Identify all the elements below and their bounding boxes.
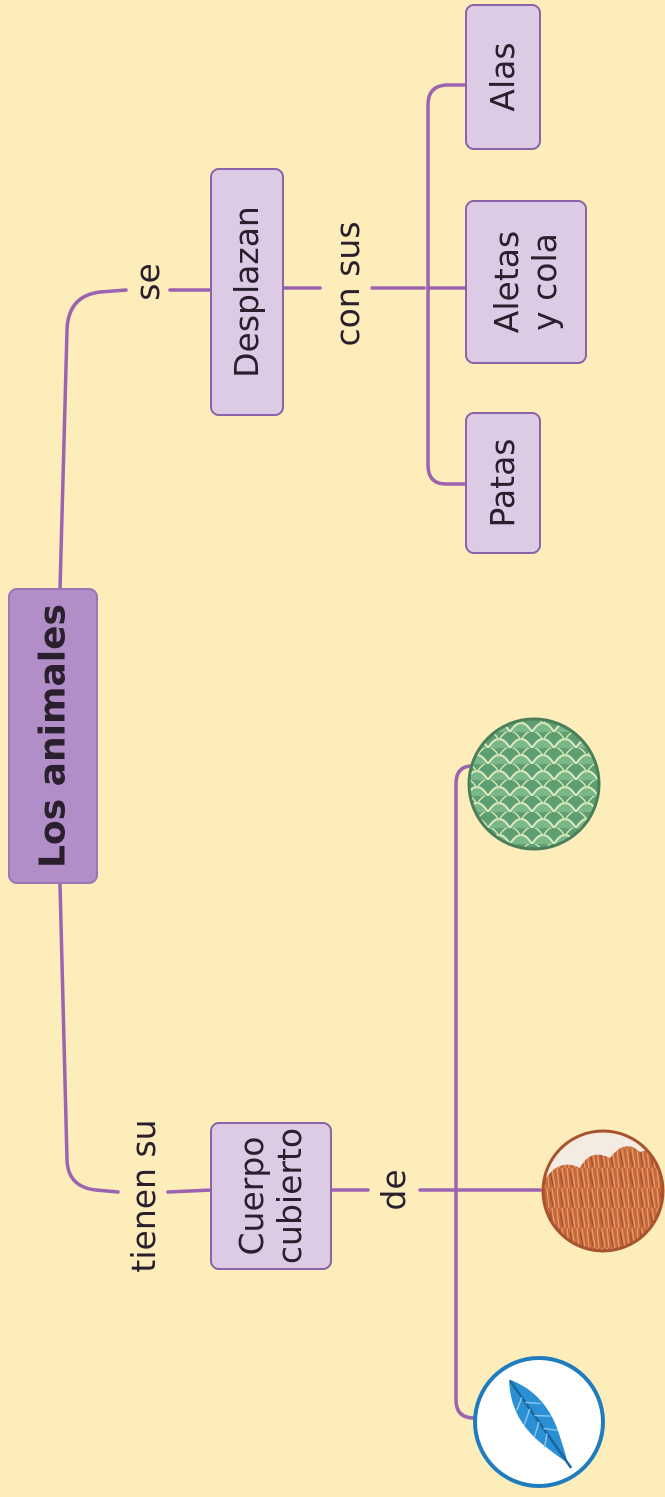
- node-patas: Patas: [465, 412, 541, 554]
- node-aletas-y-cola: Aletas y cola: [465, 200, 587, 364]
- fur-icon: [541, 1129, 665, 1253]
- root-node: Los animales: [8, 588, 98, 884]
- node-alas: Alas: [465, 4, 541, 150]
- feather-icon: [473, 1356, 605, 1488]
- root-title: Los animales: [32, 604, 74, 868]
- node-cuerpo-cubierto: Cuerpo cubierto: [210, 1122, 332, 1270]
- node-desplazan: Desplazan: [210, 168, 284, 416]
- scales-icon: [467, 717, 601, 851]
